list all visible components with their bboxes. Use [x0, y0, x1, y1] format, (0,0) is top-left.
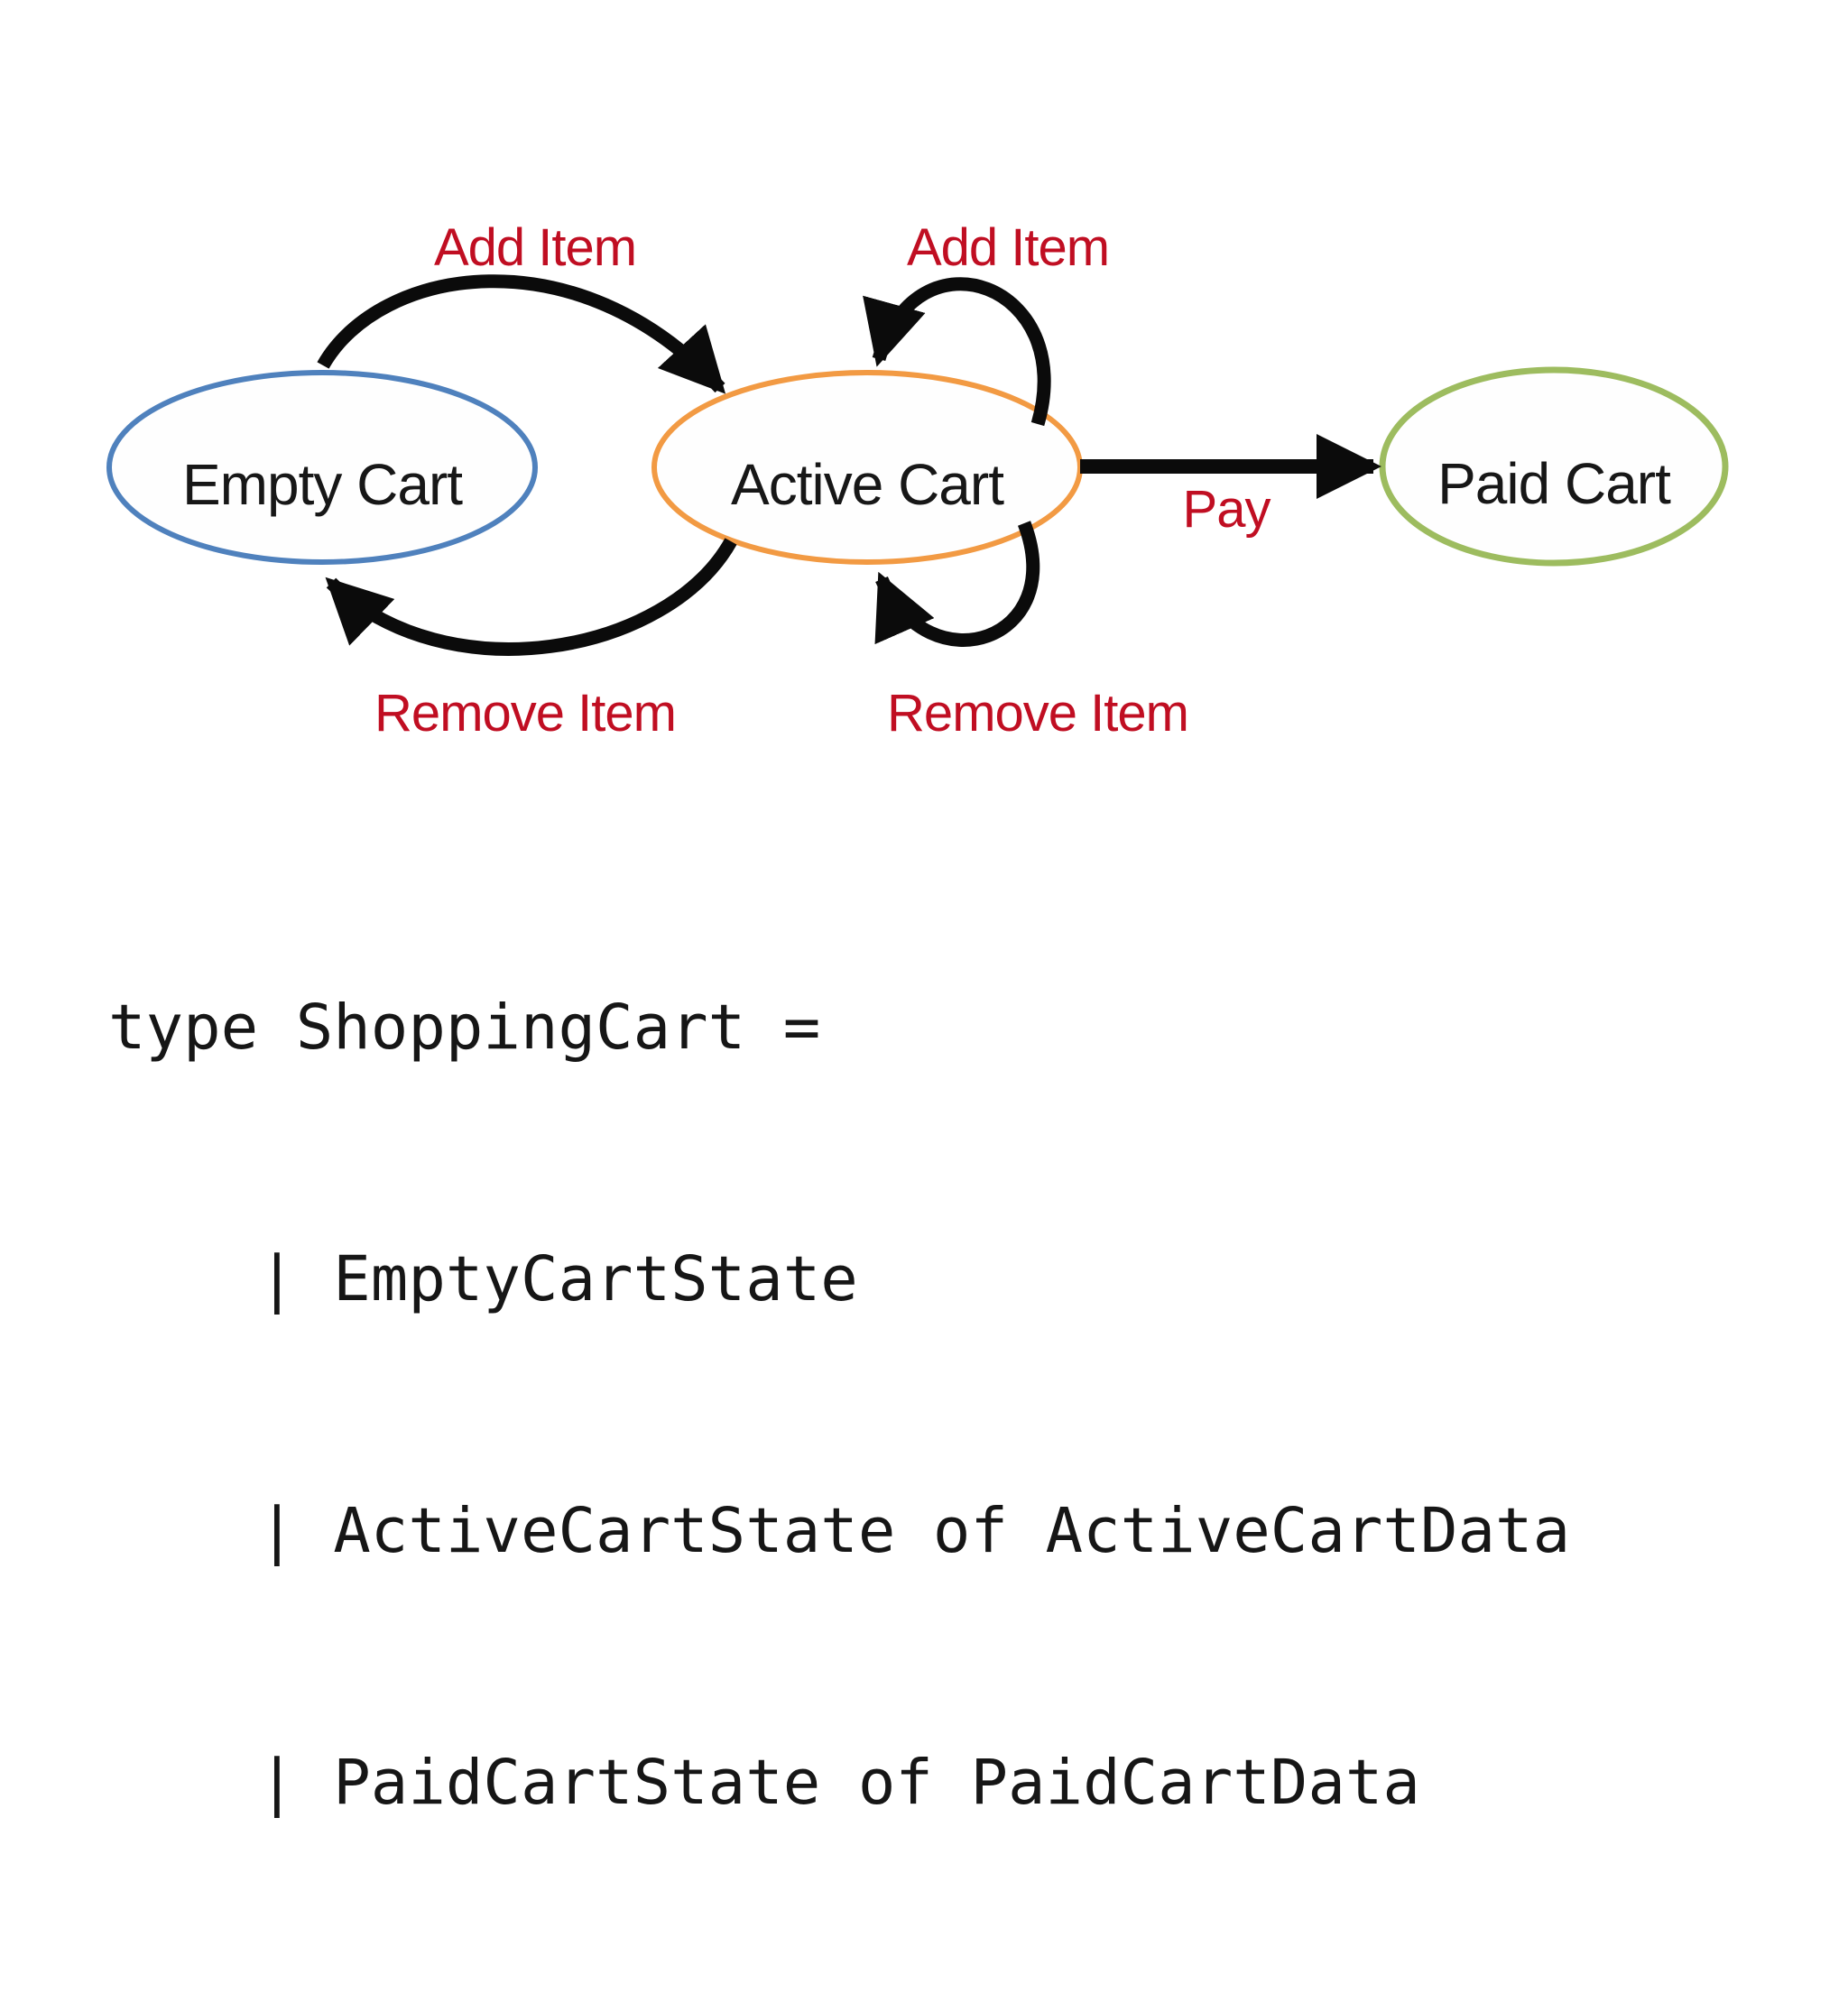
- state-node-empty-cart: [106, 370, 538, 565]
- state-label-active-cart: Active Cart: [731, 452, 1004, 517]
- transition-label-add-item-left: Add Item: [434, 218, 636, 277]
- transition-label-text: Add Item: [434, 218, 636, 277]
- transition-label-pay: Pay: [1183, 480, 1271, 539]
- transition-arrow-remove-item-active-to-empty: [325, 538, 737, 656]
- transition-label-text: Add Item: [907, 218, 1109, 277]
- code-line: type ShoppingCart =: [108, 992, 821, 1064]
- transition-arrow-add-item-self-loop: [863, 277, 1051, 427]
- transition-label-text: Pay: [1183, 480, 1271, 539]
- transition-label-remove-item-left: Remove Item: [374, 684, 676, 743]
- code-line: | ActiveCartState of ActiveCartData: [108, 1495, 1571, 1567]
- transition-label-text: Remove Item: [374, 684, 676, 743]
- transition-label-text: Remove Item: [887, 684, 1188, 743]
- state-node-paid-cart: [1379, 366, 1729, 567]
- state-label-paid-cart: Paid Cart: [1437, 451, 1671, 516]
- code-line: | EmptyCartState: [108, 1243, 858, 1315]
- state-diagram-canvas: Empty Cart Active Cart Paid Cart Add Ite…: [106, 218, 1729, 1819]
- transition-arrow-remove-item-self-loop: [874, 521, 1040, 647]
- type-definition-code: type ShoppingCart = | EmptyCartState | A…: [108, 818, 1570, 1993]
- transition-label-remove-item-self: Remove Item: [887, 684, 1188, 743]
- transition-arrow-add-item-empty-to-active: [317, 274, 726, 394]
- code-line: | PaidCartState of PaidCartData: [108, 1747, 1420, 1819]
- state-label-empty-cart: Empty Cart: [182, 452, 463, 517]
- transition-label-add-item-self: Add Item: [907, 218, 1109, 277]
- state-diagram: Empty Cart Active Cart Paid Cart Add Ite…: [106, 218, 1729, 743]
